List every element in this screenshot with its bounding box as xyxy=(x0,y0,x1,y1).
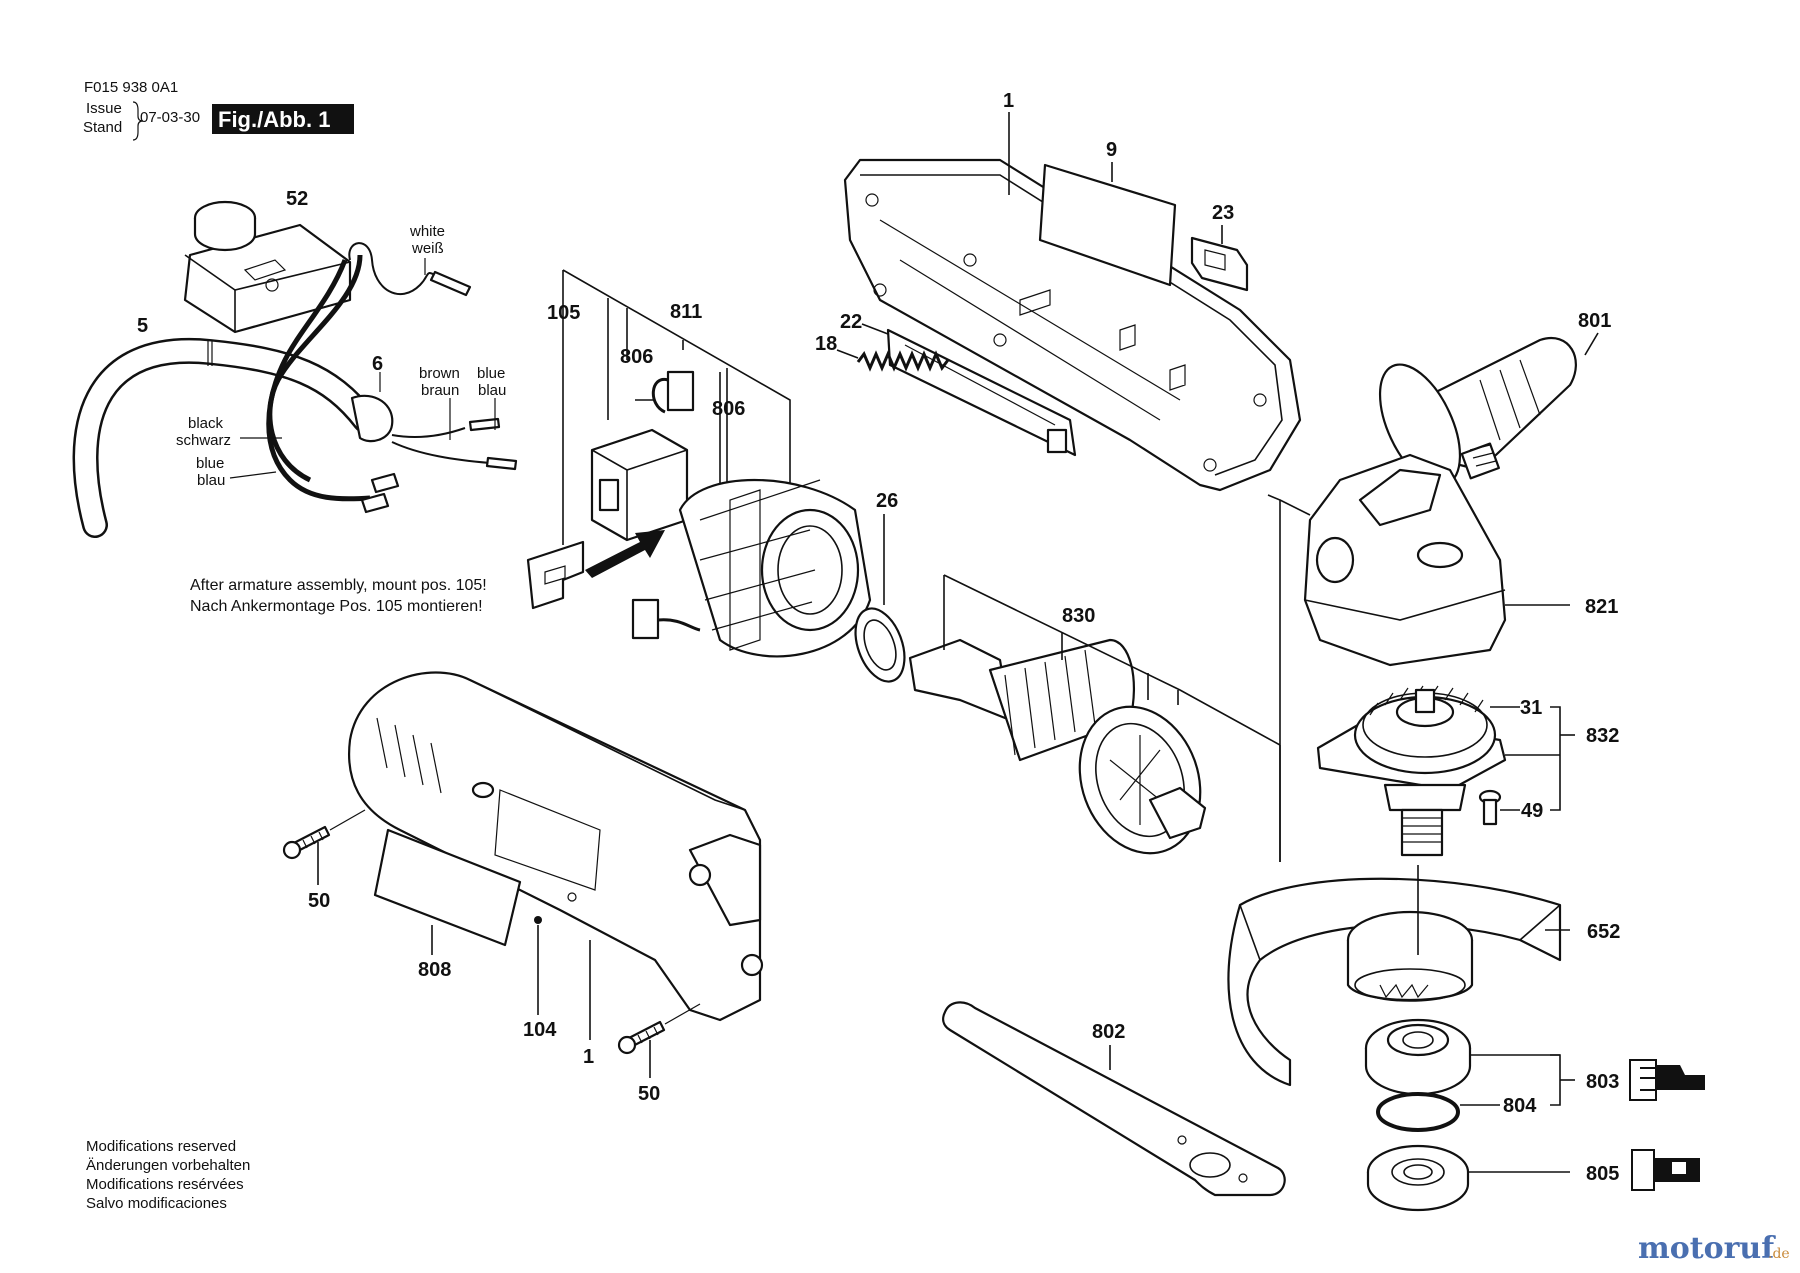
clamp-nut-803 xyxy=(1364,1018,1472,1096)
wire-label-schwarz: schwarz xyxy=(176,432,231,449)
part-23-label: 23 xyxy=(1212,202,1234,224)
o-ring-804 xyxy=(1376,1092,1460,1132)
part-52-label: 52 xyxy=(286,188,308,210)
bracket-803-804-805 xyxy=(1460,1054,1575,1173)
part-49-label: 49 xyxy=(1521,800,1543,822)
issue-brace xyxy=(132,101,144,141)
leader-18 xyxy=(836,349,859,359)
part-804-label: 804 xyxy=(1503,1095,1537,1117)
part-803-label: 803 xyxy=(1586,1071,1619,1093)
part-105-bracket xyxy=(526,540,585,610)
part-50a-label: 50 xyxy=(308,890,330,912)
part-105-label: 105 xyxy=(547,302,580,324)
stand-label: Stand xyxy=(83,119,122,136)
brush-holder xyxy=(590,428,689,542)
wire-label-blue-left: blue xyxy=(196,455,224,472)
part-802-label: 802 xyxy=(1092,1021,1125,1043)
gear-housing-821 xyxy=(1303,453,1507,667)
wire-label-blue-right: blue xyxy=(477,365,505,382)
part-805-label: 805 xyxy=(1586,1163,1619,1185)
part-18-label: 18 xyxy=(815,333,837,355)
part-806a-label: 806 xyxy=(620,346,653,368)
assembly-note-en: After armature assembly, mount pos. 105! xyxy=(190,577,487,594)
mains-cable-5 xyxy=(72,337,394,538)
watermark-suffix: .de xyxy=(1768,1246,1790,1262)
part-830-label: 830 xyxy=(1062,605,1095,627)
part-5-label: 5 xyxy=(137,315,148,337)
part-808-label: 808 xyxy=(418,959,451,981)
screw-50-top xyxy=(282,825,331,860)
housing-half-top xyxy=(843,158,1302,492)
wire-label-weiss: weiß xyxy=(411,240,444,257)
mounting-flange-805 xyxy=(1366,1144,1470,1212)
part-22-label: 22 xyxy=(840,311,862,333)
modifications-es: Salvo modificaciones xyxy=(86,1195,227,1212)
spring-18 xyxy=(856,350,950,372)
screw-axis-50a xyxy=(329,809,366,831)
watermark-brand: motoruf xyxy=(1638,1231,1776,1266)
motor-housing-half xyxy=(348,671,764,1022)
modifications-fr: Modifications resérvées xyxy=(86,1176,244,1193)
issue-label: Issue xyxy=(86,100,122,117)
part-806b-label: 806 xyxy=(712,398,745,420)
spanner-802 xyxy=(942,1001,1286,1197)
watermark-logo[interactable]: motoruf .de xyxy=(1638,1231,1790,1266)
guard-652 xyxy=(1227,877,1562,1087)
wire-label-blau-right: blau xyxy=(478,382,506,399)
part-31-label: 31 xyxy=(1520,697,1542,719)
brush-806-top xyxy=(651,370,695,414)
wire-label-leaders xyxy=(229,258,496,479)
label-plate-808 xyxy=(373,828,522,947)
part-104-label: 104 xyxy=(523,1019,557,1041)
brush-806-bottom xyxy=(631,598,701,640)
part-1-bottom-label: 1 xyxy=(583,1046,594,1068)
field-stator xyxy=(678,479,872,658)
assembly-note-de: Nach Ankermontage Pos. 105 montieren! xyxy=(190,598,483,615)
assembly-arrow xyxy=(585,530,665,578)
label-plate-9 xyxy=(1038,163,1177,287)
bearing-flange-832 xyxy=(1316,685,1507,857)
part-1-top-label: 1 xyxy=(1003,90,1014,112)
modifications-de: Änderungen vorbehalten xyxy=(86,1157,250,1174)
switch-wires xyxy=(266,242,518,514)
wire-label-black: black xyxy=(188,415,224,432)
bracket-832 xyxy=(1490,706,1575,811)
wire-label-white: white xyxy=(409,223,445,240)
rivet-104 xyxy=(534,916,542,924)
doc-code: F015 938 0A1 xyxy=(84,79,178,96)
wire-label-brown: brown xyxy=(419,365,460,382)
switch-52 xyxy=(183,200,352,334)
wire-label-braun: braun xyxy=(421,382,459,399)
flange-symbol-805 xyxy=(1631,1149,1700,1191)
figure-label: Fig./Abb. 1 xyxy=(218,107,330,132)
screw-49 xyxy=(1478,789,1502,826)
nut-symbol-803 xyxy=(1629,1059,1705,1101)
bearing-26 xyxy=(854,607,906,683)
leader-801 xyxy=(1584,332,1599,356)
part-652-label: 652 xyxy=(1587,921,1620,943)
figure-label-box xyxy=(212,104,354,134)
part-6-label: 6 xyxy=(372,353,383,375)
screw-50-bottom xyxy=(617,1020,666,1055)
wire-label-blau-left: blau xyxy=(197,472,225,489)
part-832-label: 832 xyxy=(1586,725,1619,747)
armature-830 xyxy=(908,638,1207,855)
modifications-en: Modifications reserved xyxy=(86,1138,236,1155)
part-801-label: 801 xyxy=(1578,310,1611,332)
issue-date: 07-03-30 xyxy=(140,109,200,126)
part-9-label: 9 xyxy=(1106,139,1117,161)
part-26-label: 26 xyxy=(876,490,898,512)
leader-821-link xyxy=(1279,499,1311,516)
part-811-label: 811 xyxy=(670,301,702,323)
part-821-label: 821 xyxy=(1585,596,1618,618)
screw-axis-50b xyxy=(664,1003,701,1025)
leader-22 xyxy=(861,323,889,335)
part-23 xyxy=(1190,236,1249,292)
part-50b-label: 50 xyxy=(638,1083,660,1105)
